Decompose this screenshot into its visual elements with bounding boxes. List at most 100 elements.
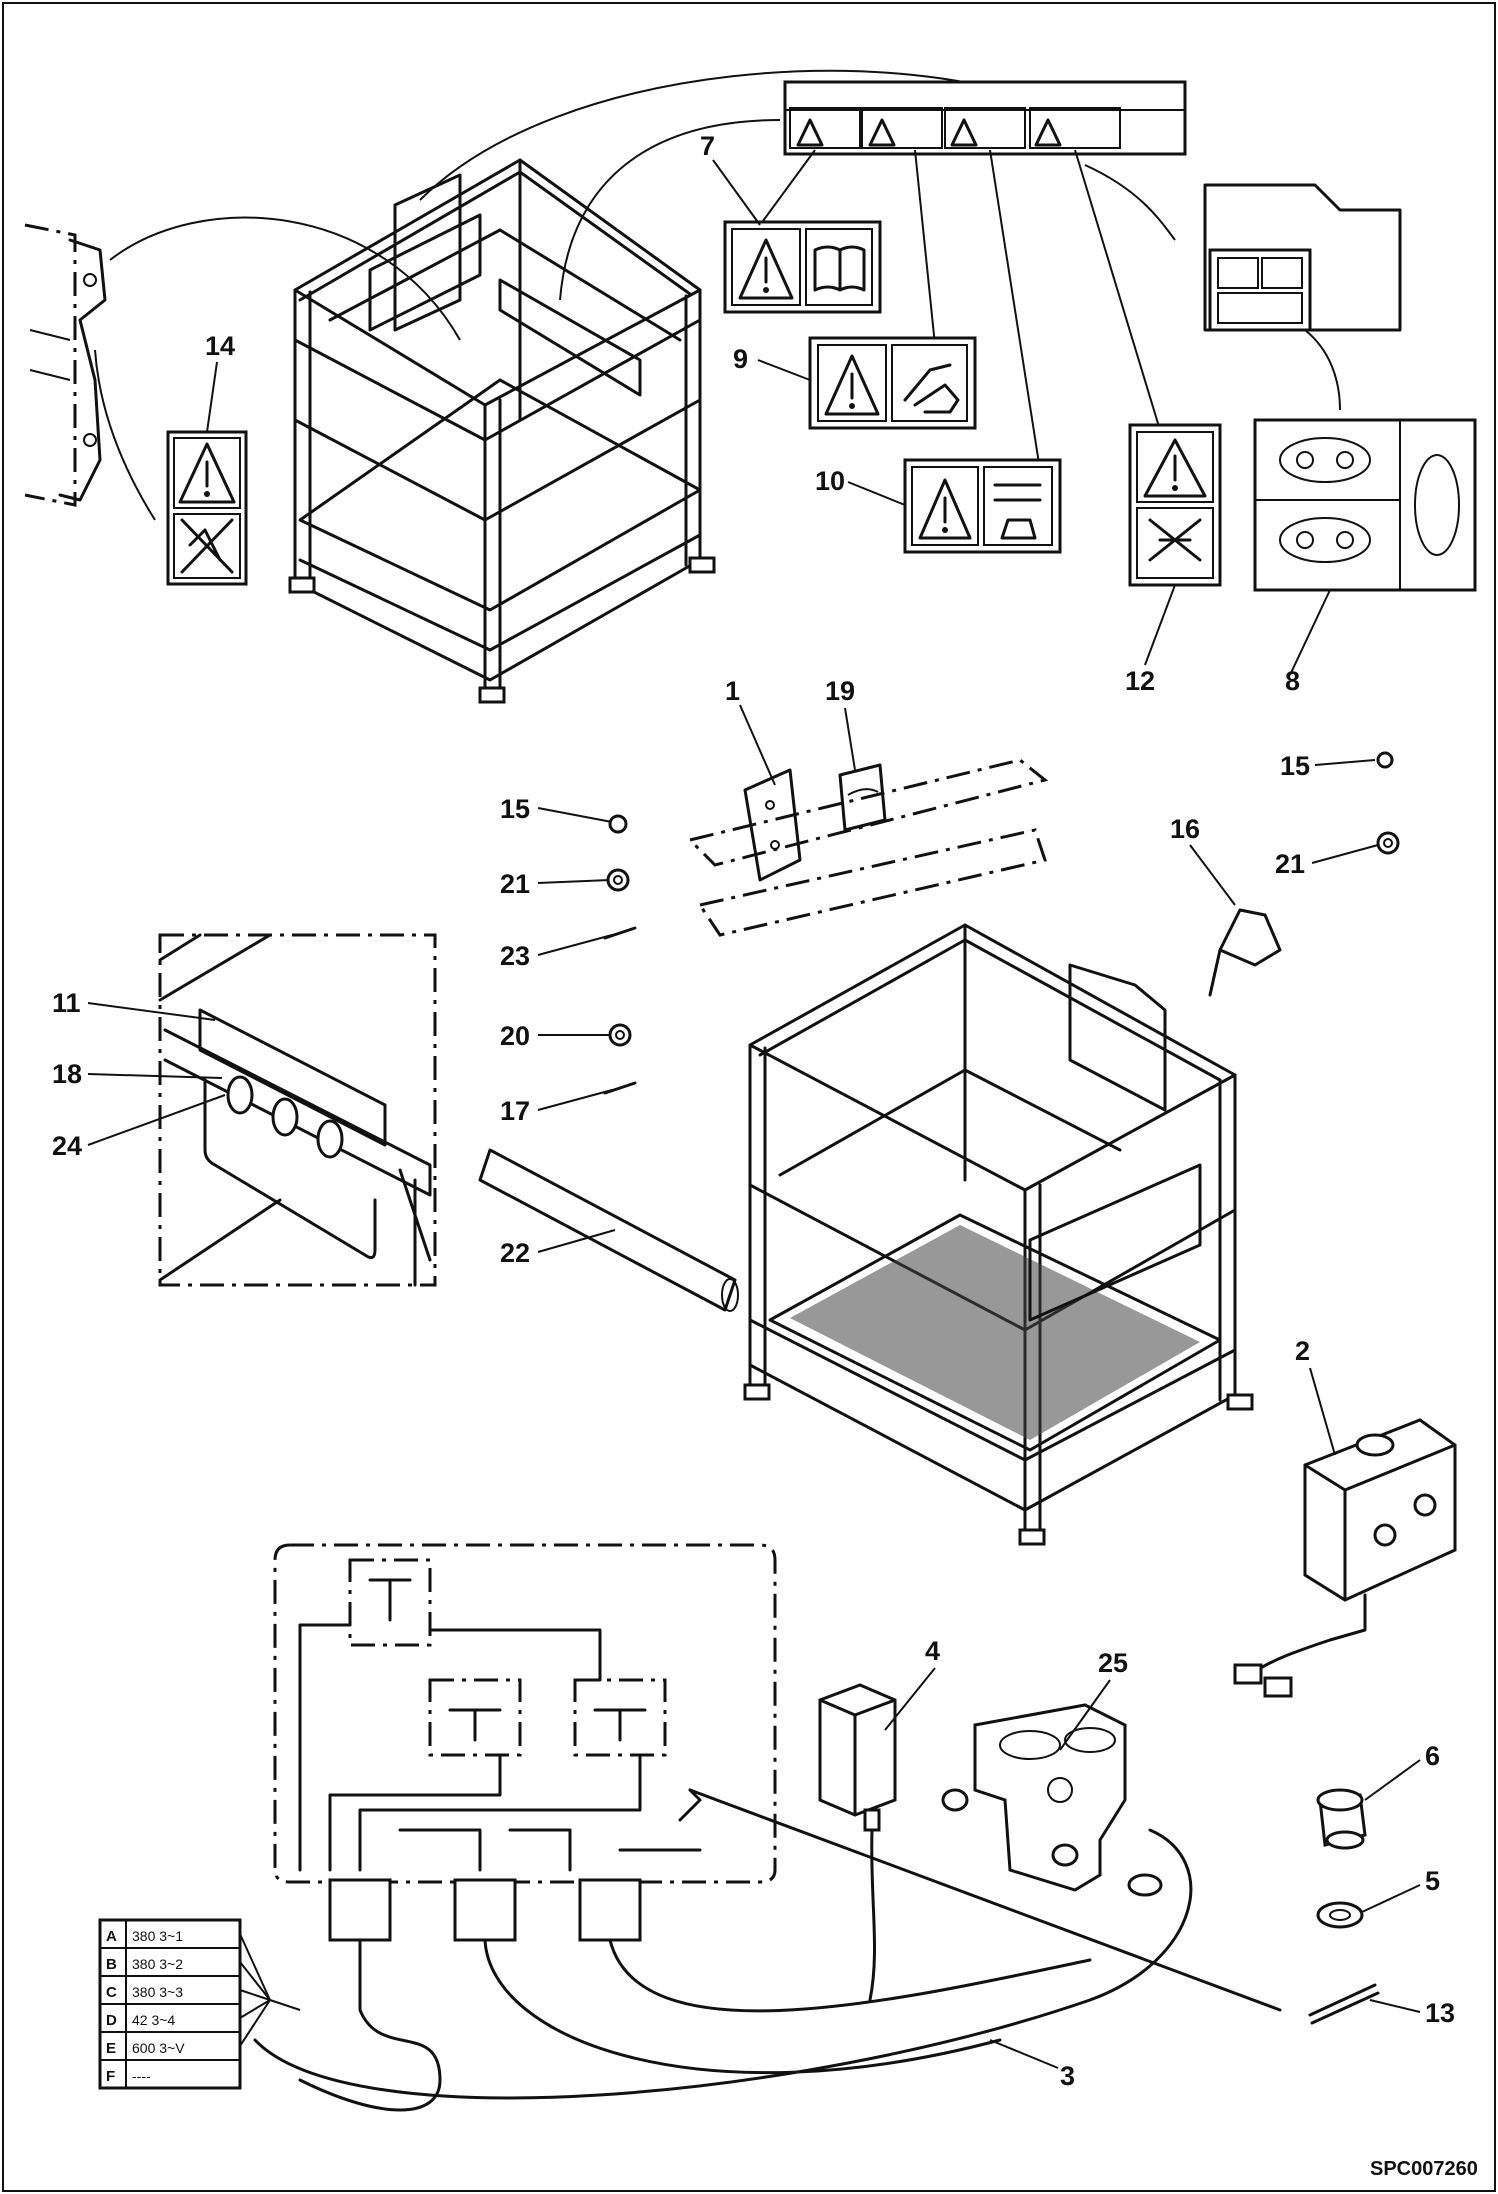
hand-crush-icon <box>903 363 960 414</box>
leader-7b <box>712 159 761 226</box>
cable-3 <box>253 1828 1193 2100</box>
label-letter: A <box>106 1928 117 1945</box>
decal-14 <box>166 430 248 586</box>
callout-5: 5 <box>1425 1866 1440 1896</box>
leader-12 <box>1074 149 1161 431</box>
callout-21b: 21 <box>1275 849 1305 879</box>
label-letter: C <box>106 1984 117 2001</box>
label-entry: 380 3~2 <box>132 1956 183 1972</box>
part-5-nut <box>1316 1901 1364 1929</box>
leader-16 <box>1189 844 1236 906</box>
leader-24 <box>87 1094 226 1146</box>
leader-2 <box>1309 1367 1336 1456</box>
callout-13: 13 <box>1425 1998 1455 2028</box>
decal-10 <box>903 458 1062 554</box>
hinge-detail <box>24 223 107 507</box>
callout-21a: 21 <box>500 869 530 899</box>
callout-9: 9 <box>733 344 748 374</box>
leader-5 <box>1361 1884 1421 1913</box>
floor-grating <box>790 1225 1200 1440</box>
label-entry: ---- <box>132 2068 151 2084</box>
part-19 <box>838 763 887 832</box>
figure-code: SPC007260 <box>1370 2158 1478 2180</box>
leader-7 <box>759 149 816 226</box>
leader-1 <box>739 704 776 786</box>
bracket-1 <box>687 758 1049 937</box>
leader-13 <box>1369 1999 1421 2013</box>
decal-7 <box>723 220 882 314</box>
decal-12 <box>1128 423 1222 587</box>
leader-9 <box>914 149 936 346</box>
label-letter: F <box>106 2068 115 2085</box>
no-climb-icon <box>180 518 234 574</box>
leader-25 <box>1059 1679 1111 1751</box>
callout-23: 23 <box>500 941 530 971</box>
callout-8: 8 <box>1285 666 1300 696</box>
leader-3 <box>989 2039 1059 2069</box>
leader-10b <box>847 481 906 506</box>
leader-arc-top2 <box>559 119 781 301</box>
part-4 <box>818 1683 897 2002</box>
leader-10 <box>989 149 1041 471</box>
callout-24: 24 <box>52 1131 82 1161</box>
leader-22 <box>537 1229 616 1253</box>
callout-3: 3 <box>1060 2061 1075 2091</box>
callout-7: 7 <box>700 131 715 161</box>
callout-17: 17 <box>500 1096 530 1126</box>
leader-9b <box>757 359 811 381</box>
label-letter: D <box>106 2012 117 2029</box>
label-entry: 42 3~4 <box>132 2012 175 2028</box>
leader-12b <box>1144 584 1176 666</box>
callout-15b: 15 <box>1280 751 1310 781</box>
leader-14b <box>206 361 218 433</box>
warning-triangle-icon <box>824 354 880 416</box>
callout-2: 2 <box>1295 1336 1310 1366</box>
person-lift-icon <box>993 483 1042 540</box>
callout-10: 10 <box>815 466 845 496</box>
warning-triangle-icon <box>178 442 236 504</box>
callout-12: 12 <box>1125 666 1155 696</box>
manual-book-icon <box>813 245 866 292</box>
leader-arc-8 <box>1084 164 1176 241</box>
leader-4 <box>884 1667 936 1731</box>
part-2-control-box <box>1233 1418 1457 1698</box>
warning-triangle-icon <box>1143 438 1207 498</box>
schematic-box <box>273 1543 1092 2112</box>
leader-15b <box>1314 759 1376 766</box>
leader-21b <box>1311 844 1379 864</box>
cable-3b <box>688 1788 1282 2012</box>
callout-14: 14 <box>205 331 235 361</box>
callout-19: 19 <box>825 676 855 706</box>
cage-exploded <box>743 923 1254 1546</box>
part-13-pin <box>1308 1983 1380 2025</box>
callout-16: 16 <box>1170 814 1200 844</box>
decal-strip <box>783 80 1187 156</box>
leader-arc-14 <box>109 216 461 341</box>
cage-top-view <box>288 158 716 704</box>
callout-18: 18 <box>52 1059 82 1089</box>
decal-8 <box>1203 183 1477 592</box>
part-6-gland <box>1316 1788 1367 1850</box>
leader-18 <box>87 1073 223 1079</box>
detail-inset <box>158 933 437 1287</box>
label-entry: 380 3~3 <box>132 1984 183 2000</box>
part-16-loop <box>1208 908 1282 997</box>
leader-6 <box>1364 1759 1421 1801</box>
callout-22: 22 <box>500 1238 530 1268</box>
callout-15a: 15 <box>500 794 530 824</box>
warning-triangle-icon <box>738 238 794 300</box>
callout-6: 6 <box>1425 1741 1440 1771</box>
callout-1: 1 <box>725 676 740 706</box>
part-25-valve <box>941 1703 1163 1897</box>
callout-11: 11 <box>52 988 81 1018</box>
fasteners: 15 21 23 20 17 <box>500 794 637 1126</box>
label-table: A B C D E F 380 3~1 380 3~2 380 3~3 42 3… <box>98 1918 301 2090</box>
decal-9 <box>808 336 977 430</box>
leader-8 <box>1289 589 1331 676</box>
leader-arc-14b <box>94 349 156 521</box>
label-letter: E <box>106 2040 116 2057</box>
callout-4: 4 <box>925 1636 940 1666</box>
leader-11 <box>87 1002 216 1021</box>
